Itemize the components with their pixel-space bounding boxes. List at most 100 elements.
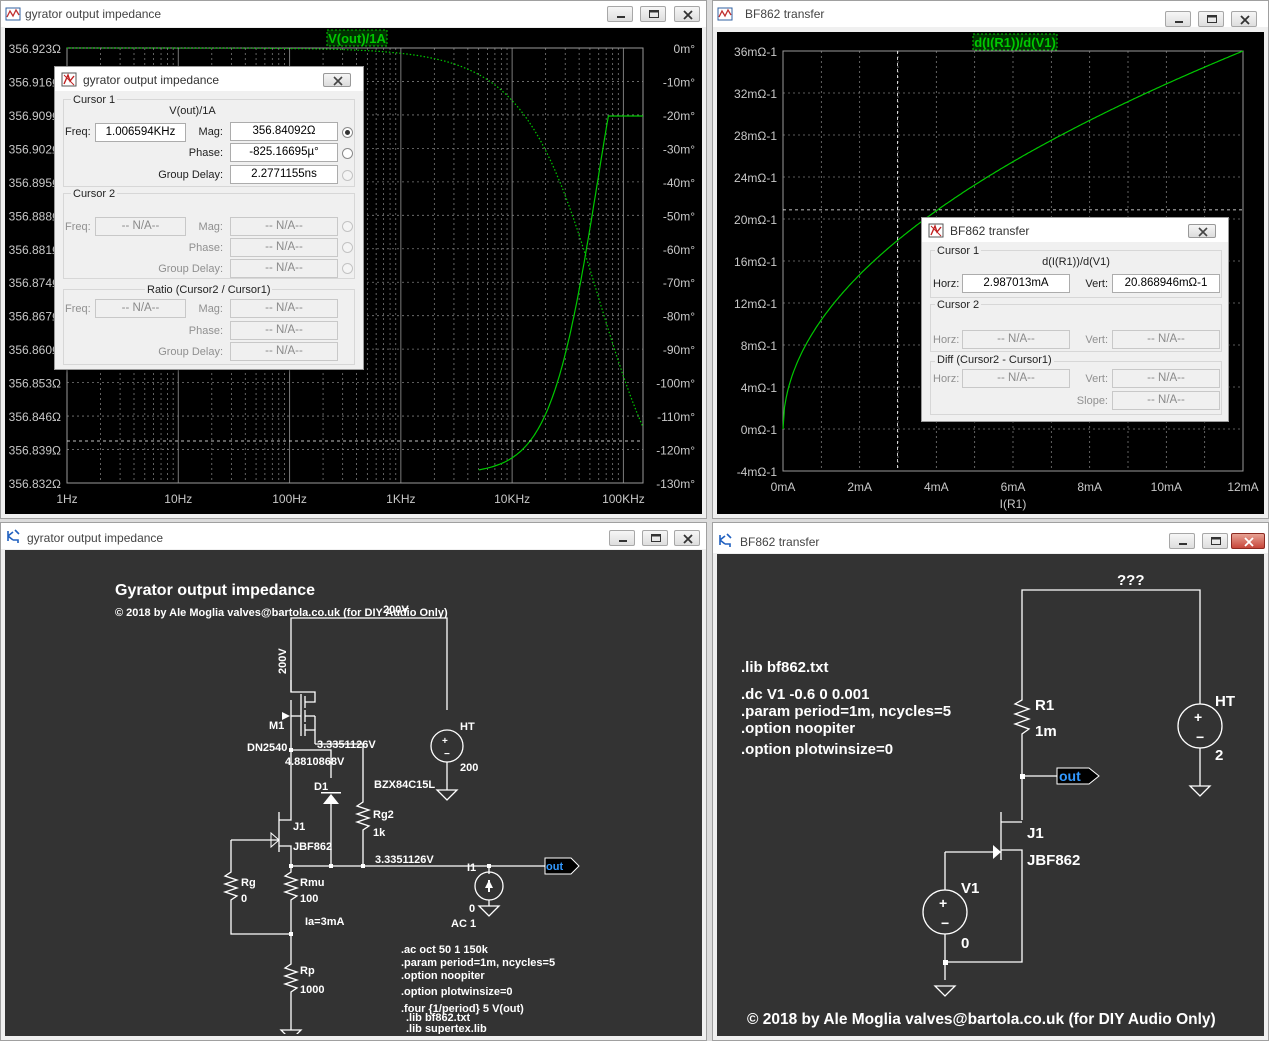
minimize-button[interactable] [1165,11,1191,27]
x-tick: 1KHz [386,492,415,506]
minimize-button[interactable] [607,6,633,22]
schematic-window-gyrator[interactable]: gyrator output impedance [0,522,707,1041]
c2-mag-field[interactable]: -- N/A-- [230,217,338,236]
svg-text:−: − [1196,729,1204,745]
directive-6: .lib supertex.lib [406,1023,487,1034]
dialog-close-button[interactable] [1188,224,1216,238]
ratio-phase-field[interactable]: -- N/A-- [230,321,338,340]
diff-horz-label: Horz: [933,373,960,385]
minimize-button[interactable] [609,530,635,546]
phase-field[interactable]: -825.16695µ° [230,143,338,162]
dialog-titlebar[interactable]: BF862 transfer [922,218,1228,242]
group-delay-radio[interactable] [342,170,353,181]
cursor-dialog-gyrator[interactable]: gyrator output impedance Cursor 1 V(out)… [54,66,364,370]
c2-phase-field[interactable]: -- N/A-- [230,238,338,257]
titlebar[interactable]: gyrator output impedance [1,1,706,27]
node-voltage-source: 3.3351126V [317,739,376,751]
y-tick-right: -120m° [656,444,695,458]
c2-mag-label: Mag: [198,221,223,233]
bf862-schematic[interactable]: + − + − out .lib bf862.txt .dc V1 -0.6 0… [717,554,1266,1034]
mag-field[interactable]: 356.84092Ω [230,122,338,141]
schematic-pane[interactable]: + − out Gyrator output impedance © 2018 … [5,550,704,1041]
maximize-button[interactable] [1202,533,1228,549]
ratio-group-delay-field[interactable]: -- N/A-- [230,342,338,361]
gyrator-schematic[interactable]: + − out Gyrator output impedance © 2018 … [5,550,704,1041]
vert-field[interactable]: 20.868946mΩ-1 [1112,274,1220,293]
c2-group-delay-field[interactable]: -- N/A-- [230,259,338,278]
y-tick-left: 356.839Ω [9,444,61,458]
c2-phase-radio[interactable] [342,242,353,253]
c2-horz-field[interactable]: -- N/A-- [962,330,1070,349]
c2-vert-field[interactable]: -- N/A-- [1112,330,1220,349]
j1-model: JBF862 [293,841,332,853]
y-tick-left: 356.881Ω [9,243,61,257]
c2-group-delay-radio[interactable] [342,263,353,274]
rmu-label: Rmu [300,877,324,889]
cursor-dialog-bf862[interactable]: BF862 transfer Cursor 1 d(I(R1))/d(V1) H… [921,217,1229,422]
close-button[interactable] [674,530,700,546]
schematic-pane[interactable]: + − + − out .lib bf862.txt .dc V1 -0.6 0… [717,554,1264,1036]
diff-vert-field[interactable]: -- N/A-- [1112,369,1220,388]
v1-label: V1 [961,880,979,897]
close-button[interactable] [1231,533,1265,549]
group-delay-field[interactable]: 2.2771155ns [230,165,338,184]
directive-2: .param period=1m, ncycles=5 [401,957,555,969]
x-tick: 10Hz [164,492,192,506]
c2-freq-field[interactable]: -- N/A-- [95,217,186,236]
d1-model: BZX84C15L [374,779,435,791]
freq-field[interactable]: 1.006594KHz [95,123,186,142]
ratio-freq-field[interactable]: -- N/A-- [95,299,186,318]
maximize-button[interactable] [640,6,666,22]
ratio-mag-field[interactable]: -- N/A-- [230,299,338,318]
c2-freq-label: Freq: [65,221,91,233]
freq-label: Freq: [65,126,91,138]
trace-label: V(out)/1A [328,31,386,46]
maximize-button[interactable] [642,530,668,546]
ratio-label: Ratio (Cursor2 / Cursor1) [145,284,273,296]
diff-horz-field[interactable]: -- N/A-- [962,369,1070,388]
cursor2-label: Cursor 2 [935,299,982,311]
y-tick-right: -110m° [657,410,695,424]
out-net-label: out [546,861,563,873]
schematic-window-bf862[interactable]: BF862 transfer [712,522,1269,1041]
copyright: © 2018 by Ale Moglia valves@bartola.co.u… [747,1011,1216,1028]
cursor1-group [930,250,1222,298]
y-tick: 4mΩ-1 [741,381,778,395]
waveform-icon [5,7,21,21]
i1-ac-value: AC 1 [451,918,476,930]
j1-label: J1 [293,821,305,833]
dialog-titlebar[interactable]: gyrator output impedance [55,67,363,91]
horz-field[interactable]: 2.987013mA [962,274,1070,293]
y-tick: 28mΩ-1 [734,129,777,143]
plot-frame [782,50,1244,472]
cursor1-label: Cursor 1 [935,245,982,257]
close-button[interactable] [674,6,700,22]
y-tick: 24mΩ-1 [734,171,777,185]
y-tick-left: 356.874Ω [9,276,61,290]
y-tick: 32mΩ-1 [734,87,777,101]
j1-model: JBF862 [1027,852,1080,869]
minimize-button[interactable] [1169,533,1195,549]
x-tick: 100KHz [602,492,645,506]
j1-label: J1 [1027,825,1044,842]
directive-7: .lib bf862.txt [406,1012,471,1024]
close-button[interactable] [1231,11,1257,27]
titlebar[interactable]: BF862 transfer [713,1,1268,27]
schematic-icon [719,533,732,547]
maximize-button[interactable] [1198,11,1224,27]
c2-mag-radio[interactable] [342,221,353,232]
c2-vert-label: Vert: [1085,334,1108,346]
slope-field[interactable]: -- N/A-- [1112,391,1220,410]
titlebar[interactable]: gyrator output impedance [1,523,706,549]
cursor1-expression: d(I(R1))/d(V1) [1042,256,1110,268]
ht-value: 200 [460,762,478,774]
y-tick-right: -70m° [663,276,695,290]
window-title: BF862 transfer [740,535,820,549]
dialog-close-button[interactable] [323,73,351,87]
x-tick: 4mA [924,480,949,494]
i1-label: I1 [467,862,476,874]
titlebar[interactable]: BF862 transfer [713,523,1268,553]
mag-radio[interactable] [342,127,353,138]
phase-radio[interactable] [342,148,353,159]
